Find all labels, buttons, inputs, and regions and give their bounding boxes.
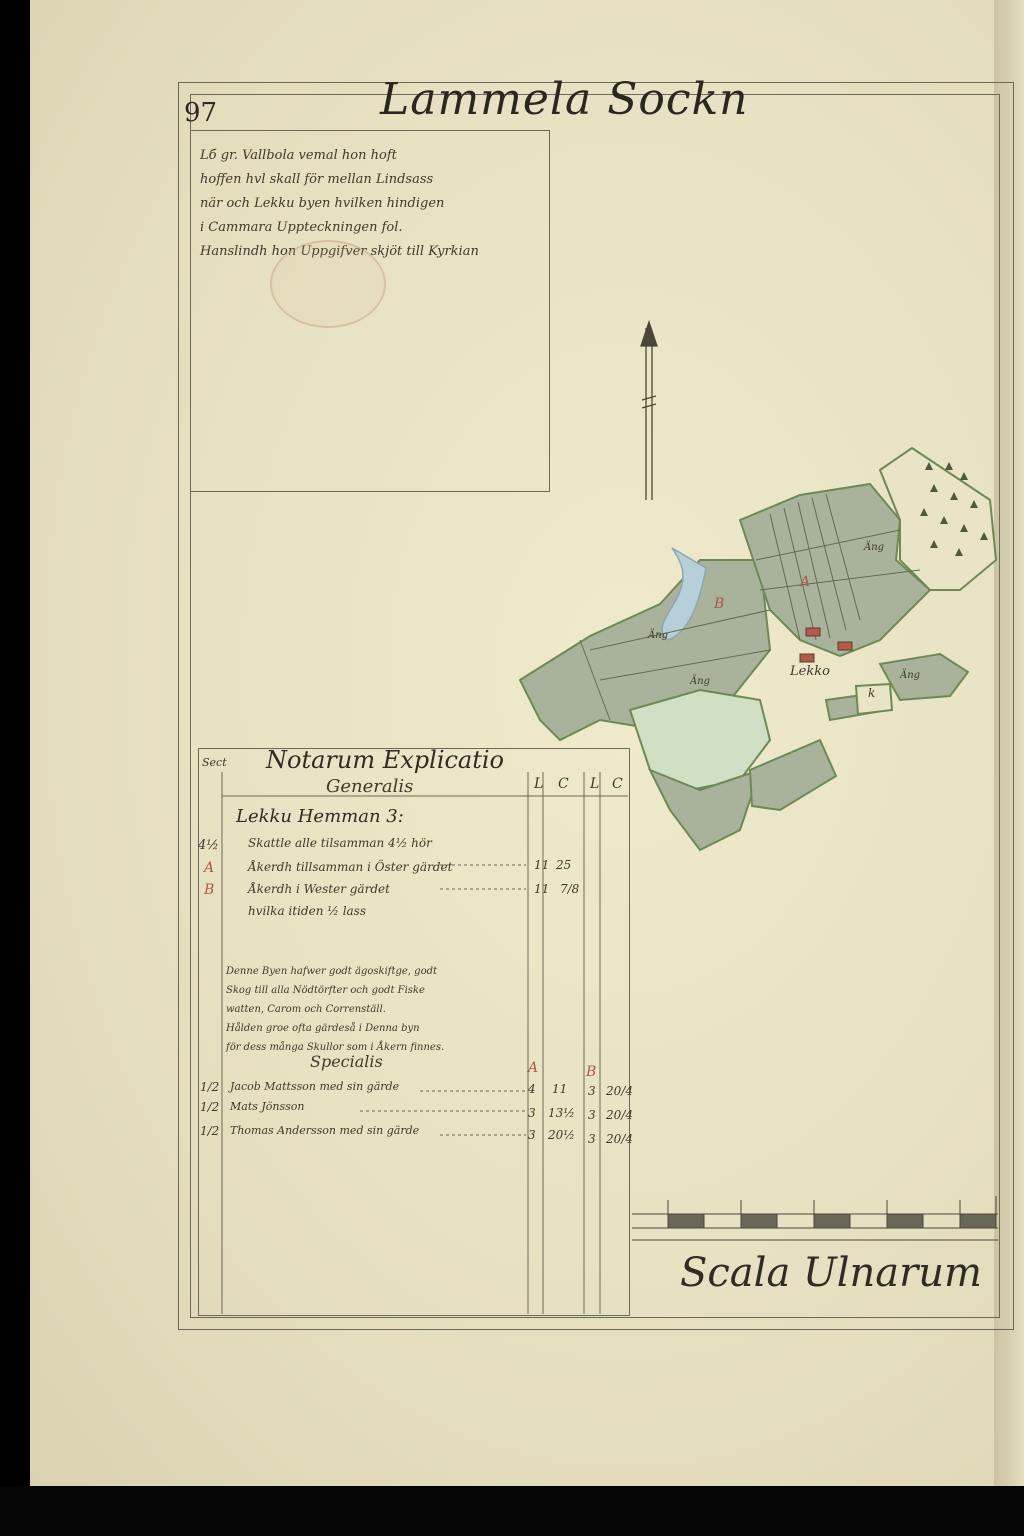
legend-mark: B [204,882,215,898]
page-title: Lammela Sockn [380,74,749,125]
map-label-a: A [800,574,811,590]
map-label-meadow: Äng [864,542,885,553]
manuscript-page [30,0,1024,1486]
note-line: Hålden groe ofta gärdeså i Denna byn [226,1023,420,1034]
special-heading: Specialis [310,1052,383,1071]
village-heading: Lekku Hemman 3: [236,806,404,827]
special-share: 1/2 [200,1124,220,1138]
column-head: C [558,776,569,792]
scale-bar [632,1196,998,1241]
special-value: 11 [552,1082,568,1096]
legend-row-text: Åkerdh tillsamman i Öster gärdet [248,860,453,874]
legend-heading-prefix: Sect [202,756,227,769]
special-mark-b: B [586,1064,597,1080]
special-value: 20½ [548,1128,575,1142]
note-line: Skog till alla Nödtörfter och godt Fiske [226,985,425,996]
legend-mark: 4½ [198,838,219,853]
special-value: 3 [588,1108,596,1122]
legend-row-text: Skattle alle tilsamman 4½ hör [248,836,432,850]
map-label-k: k [868,686,876,700]
column-head: C [612,776,623,792]
special-value: 4 [528,1082,536,1096]
legend-value: 11 [534,858,550,872]
legend-value: 7/8 [560,882,580,896]
scan-border [0,1486,1024,1536]
legend-heading: Notarum Explicatio [266,746,505,774]
library-stamp [270,240,386,328]
description-line: när och Lekku byen hvilken hindigen [200,196,445,211]
description-line: hoffen hvl skall för mellan Lindsass [200,172,434,187]
column-head: L [590,776,600,792]
note-line: watten, Carom och Correnställ. [226,1004,386,1015]
special-name: Jacob Mattsson med sin gärde [230,1080,400,1093]
map-label-b: B [714,596,725,612]
legend-subheading: Generalis [326,776,414,797]
map-label-meadow: Äng [900,670,921,681]
special-value: 20/4 [606,1108,633,1122]
inner-frame [190,94,1000,1318]
special-value: 20/4 [606,1084,633,1098]
map-label-meadow: Äng [690,676,711,687]
special-value: 3 [588,1132,596,1146]
description-line: Lб gr. Vallbola vemal hon hoft [200,148,397,163]
special-name: Thomas Andersson med sin gärde [230,1124,420,1137]
legend-value: 11 [534,882,550,896]
description-box [190,130,550,492]
description-text: Lб gr. Vallbola vemal hon hoft hoffen hv… [200,144,542,264]
house-icon [799,627,853,663]
village-map [518,446,998,852]
special-mark-a: A [528,1060,539,1076]
special-share: 1/2 [200,1080,220,1094]
north-arrow-icon [640,319,658,500]
page-number: 97 [184,98,218,128]
note-line: för dess många Skullor som i Åkern finne… [226,1042,445,1053]
map-label-village: Lekko [790,664,830,679]
special-value: 20/4 [606,1132,633,1146]
special-value: 13½ [548,1106,575,1120]
legend-value: 25 [556,858,572,872]
outer-frame [178,82,1014,1330]
special-name: Mats Jönsson [230,1100,305,1113]
map-label-meadow: Äng [648,630,669,641]
legend-row-text: hvilka itiden ½ lass [248,904,367,918]
special-value: 3 [528,1128,536,1142]
column-head: L [534,776,544,792]
note-line: Denne Byen hafwer godt ägoskiftge, godt [226,966,438,977]
forest-icon [920,462,988,556]
special-value: 3 [528,1106,536,1120]
description-line: i Cammara Uppteckningen fol. [200,220,403,235]
special-value: 3 [588,1084,596,1098]
legend-box [198,748,630,1316]
scale-label: Scala Ulnarum [680,1250,982,1296]
legend-note: Denne Byen hafwer godt ägoskiftge, godt … [226,962,526,1057]
special-share: 1/2 [200,1100,220,1114]
legend-row-text: Åkerdh i Wester gärdet [248,882,390,896]
legend-mark: A [204,860,215,876]
